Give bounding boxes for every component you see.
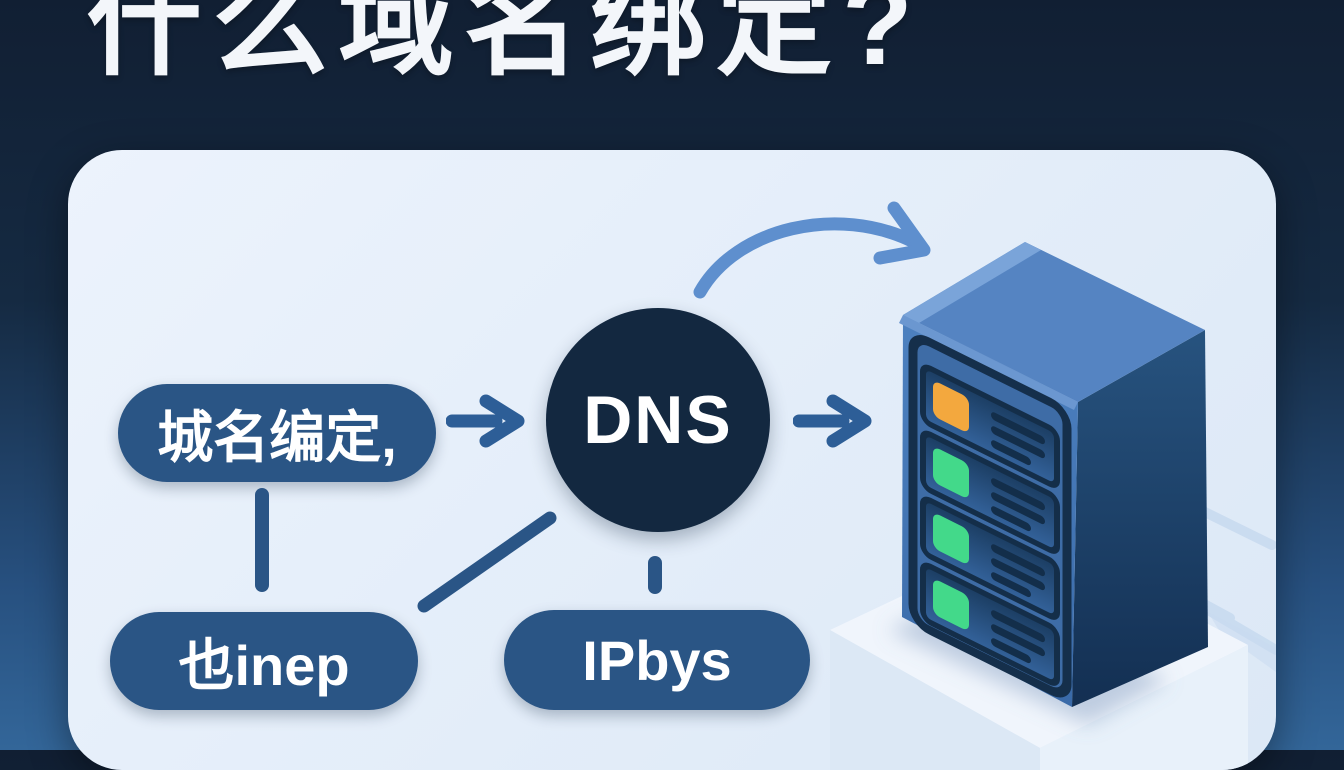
server-slot — [920, 364, 1060, 488]
server-slot — [920, 496, 1060, 620]
connector-vertical-line — [255, 488, 269, 592]
server-illustration — [830, 242, 1276, 770]
led-indicator — [933, 448, 969, 498]
dns-node: DNS — [546, 308, 770, 532]
connector-diagonal-line — [417, 511, 557, 613]
led-indicator — [933, 580, 969, 630]
curved-arrow-icon — [693, 201, 931, 299]
arrow-right-icon — [793, 394, 872, 448]
server-slot — [920, 562, 1060, 686]
domain-binding-pill: 城名编定, — [118, 384, 436, 482]
ip-pill: IPbys — [504, 610, 810, 710]
arrow-right-icon — [446, 394, 525, 448]
led-indicator — [933, 514, 969, 564]
led-indicator — [933, 382, 969, 432]
page-title: 什么域名绑定? — [86, 0, 923, 89]
server-slot — [920, 430, 1060, 554]
connector-dash-line — [648, 556, 662, 594]
server-tower — [899, 242, 1208, 707]
diagram-card: 城名编定, DNS 也inep IPbys — [68, 150, 1276, 770]
host-pill: 也inep — [110, 612, 418, 710]
